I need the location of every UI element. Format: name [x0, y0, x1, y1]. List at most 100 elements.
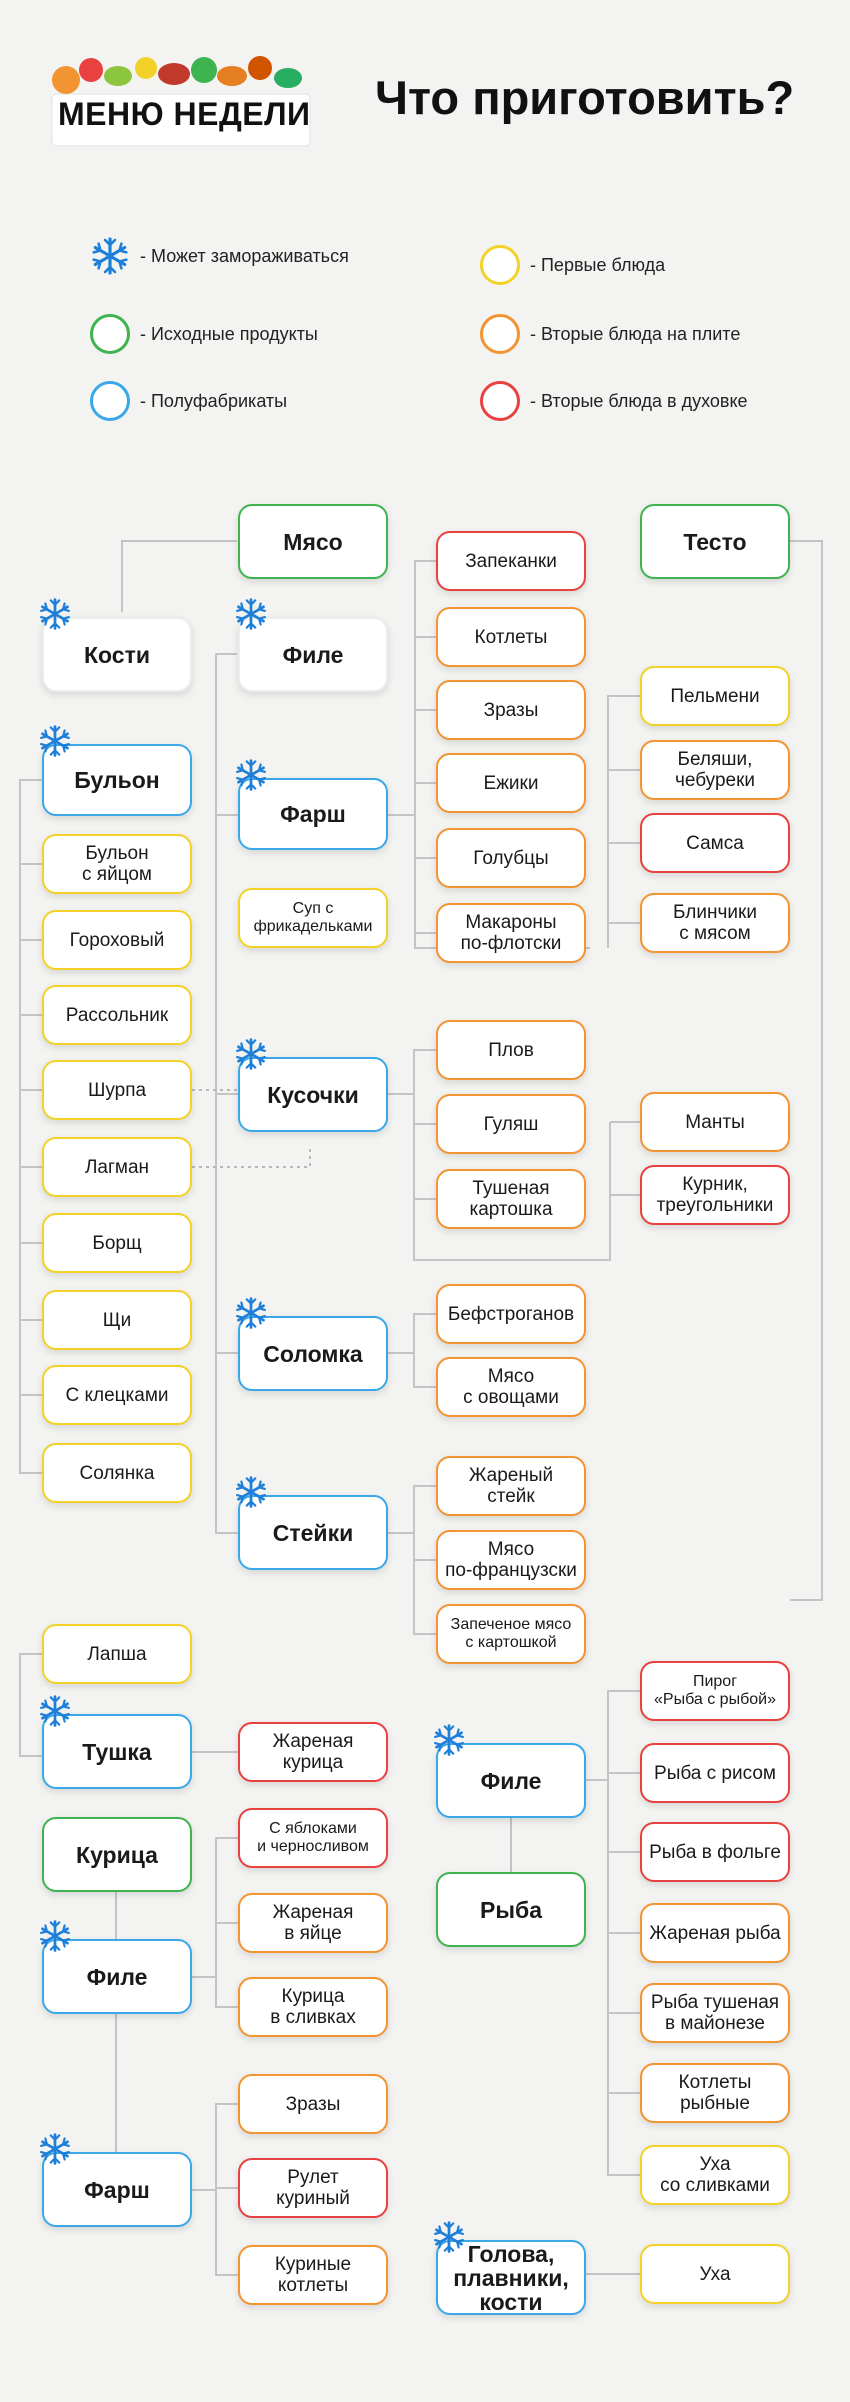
- node-kosti: Кости: [42, 617, 192, 692]
- node-kusochki: Кусочки: [238, 1057, 388, 1132]
- node-zharenaya_kur: Жареная курица: [238, 1722, 388, 1782]
- node-file_k: Филе: [42, 1939, 192, 2014]
- node-kletski: С клецками: [42, 1365, 192, 1425]
- logo-image: [51, 56, 311, 147]
- node-belyashi: Беляши, чебуреки: [640, 740, 790, 800]
- legend-text: - Полуфабрикаты: [140, 390, 288, 411]
- snowflake-icon: [39, 1695, 71, 1727]
- node-zharenaya_yaice: Жареная в яйце: [238, 1893, 388, 1953]
- node-rassolnik: Рассольник: [42, 985, 192, 1045]
- node-myaso_fr: Мясо по-французски: [436, 1530, 586, 1590]
- legend-circle-icon: [480, 381, 520, 421]
- snowflake-icon: [433, 1724, 465, 1756]
- page-title: Что приготовить?: [375, 71, 795, 124]
- legend-text: - Вторые блюда на плите: [530, 323, 741, 344]
- node-gulyash: Гуляш: [436, 1094, 586, 1154]
- legend-circle-icon: [90, 314, 130, 354]
- legend-circle-icon: [480, 245, 520, 285]
- snowflake-icon: [39, 725, 71, 757]
- legend-item-green: - Исходные продукты: [90, 314, 318, 354]
- node-borsch: Борщ: [42, 1213, 192, 1273]
- logo-text: МЕНЮ НЕДЕЛИ: [58, 96, 311, 132]
- legend-item-blue: - Полуфабрикаты: [90, 381, 287, 421]
- legend-circle-icon: [90, 381, 130, 421]
- node-kotlety_ryb: Котлеты рыбные: [640, 2063, 790, 2123]
- snowflake-icon: [235, 1038, 267, 1070]
- snowflake-icon: [39, 2133, 71, 2165]
- node-kurica: Курица: [42, 1817, 192, 1892]
- snowflake-icon: [92, 237, 128, 275]
- node-ezhiki: Ежики: [436, 753, 586, 813]
- node-tushka: Тушка: [42, 1714, 192, 1789]
- snowflake-icon: [235, 598, 267, 630]
- snowflake-icon: [235, 1297, 267, 1329]
- node-farsh_k: Фарш: [42, 2152, 192, 2227]
- node-steiki: Стейки: [238, 1495, 388, 1570]
- node-shurpa: Шурпа: [42, 1060, 192, 1120]
- legend-text: - Вторые блюда в духовке: [530, 390, 748, 411]
- snowflake-icon: [39, 1920, 71, 1952]
- node-samsa: Самса: [640, 813, 790, 873]
- node-pelmeni: Пельмени: [640, 666, 790, 726]
- node-farsh_m: Фарш: [238, 778, 388, 850]
- node-testo: Тесто: [640, 504, 790, 579]
- node-plov: Плов: [436, 1020, 586, 1080]
- legend-item-snow: - Может замораживаться: [90, 236, 349, 276]
- node-schi: Щи: [42, 1290, 192, 1350]
- node-solomka: Соломка: [238, 1316, 388, 1391]
- legend-text: - Исходные продукты: [140, 323, 318, 344]
- node-file_r: Филе: [436, 1743, 586, 1818]
- node-kurica_slivki: Курица в сливках: [238, 1977, 388, 2037]
- connector-line: [19, 779, 42, 1474]
- snowflake-icon: [433, 2221, 465, 2253]
- node-uha: Уха: [640, 2244, 790, 2304]
- node-rulet: Рулет куриный: [238, 2158, 388, 2218]
- node-bulon: Бульон: [42, 744, 192, 816]
- node-makarony: Макароны по-флотски: [436, 903, 586, 963]
- node-zapekanki: Запеканки: [436, 531, 586, 591]
- node-pirog: Пирог «Рыба с рыбой»: [640, 1661, 790, 1721]
- snowflake-icon: [235, 759, 267, 791]
- node-lapsha: Лапша: [42, 1624, 192, 1684]
- legend-item-orange: - Вторые блюда на плите: [480, 314, 740, 354]
- node-bulon_yaico: Бульон с яйцом: [42, 834, 192, 894]
- node-zrazy: Зразы: [436, 680, 586, 740]
- connector-line: [413, 1313, 436, 1388]
- connector-line: [121, 540, 237, 612]
- connector-line: [790, 540, 823, 1601]
- node-zrazy_k: Зразы: [238, 2074, 388, 2134]
- connector-line: [413, 1049, 611, 1261]
- node-befstroganov: Бефстроганов: [436, 1284, 586, 1344]
- node-solyanka: Солянка: [42, 1443, 192, 1503]
- connector-line: [607, 695, 640, 948]
- connector-line-dashed: [192, 1145, 311, 1168]
- node-lagman: Лагман: [42, 1137, 192, 1197]
- node-file_m: Филе: [238, 617, 388, 692]
- node-s_yablokami: С яблоками и черносливом: [238, 1808, 388, 1868]
- node-sup_frik: Суп с фрикадельками: [238, 888, 388, 948]
- node-zharenyi_steik: Жареный стейк: [436, 1456, 586, 1516]
- node-manty: Манты: [640, 1092, 790, 1152]
- node-myaso_ovosch: Мясо с овощами: [436, 1357, 586, 1417]
- node-ryba_ris: Рыба с рисом: [640, 1743, 790, 1803]
- legend-text: - Может замораживаться: [140, 245, 349, 266]
- node-kotlety: Котлеты: [436, 607, 586, 667]
- node-kurinye_kotlety: Куриные котлеты: [238, 2245, 388, 2305]
- node-tushenaya: Тушеная картошка: [436, 1169, 586, 1229]
- node-zharenaya_ryba: Жареная рыба: [640, 1903, 790, 1963]
- snowflake-icon: [39, 598, 71, 630]
- legend-circle-icon: [480, 314, 520, 354]
- legend-item-red: - Вторые блюда в духовке: [480, 381, 748, 421]
- legend-item-yellow: - Первые блюда: [480, 245, 665, 285]
- node-kurnik: Курник, треугольники: [640, 1165, 790, 1225]
- node-golova: Голова, плавники, кости: [436, 2240, 586, 2315]
- node-zapech_myaso: Запеченое мясо с картошкой: [436, 1604, 586, 1664]
- snowflake-icon: [235, 1476, 267, 1508]
- node-myaso: Мясо: [238, 504, 388, 579]
- node-ryba_folga: Рыба в фольге: [640, 1822, 790, 1882]
- node-blinchiki: Блинчики с мясом: [640, 893, 790, 953]
- node-ryba_tush: Рыба тушеная в майонезе: [640, 1983, 790, 2043]
- node-ryba: Рыба: [436, 1872, 586, 1947]
